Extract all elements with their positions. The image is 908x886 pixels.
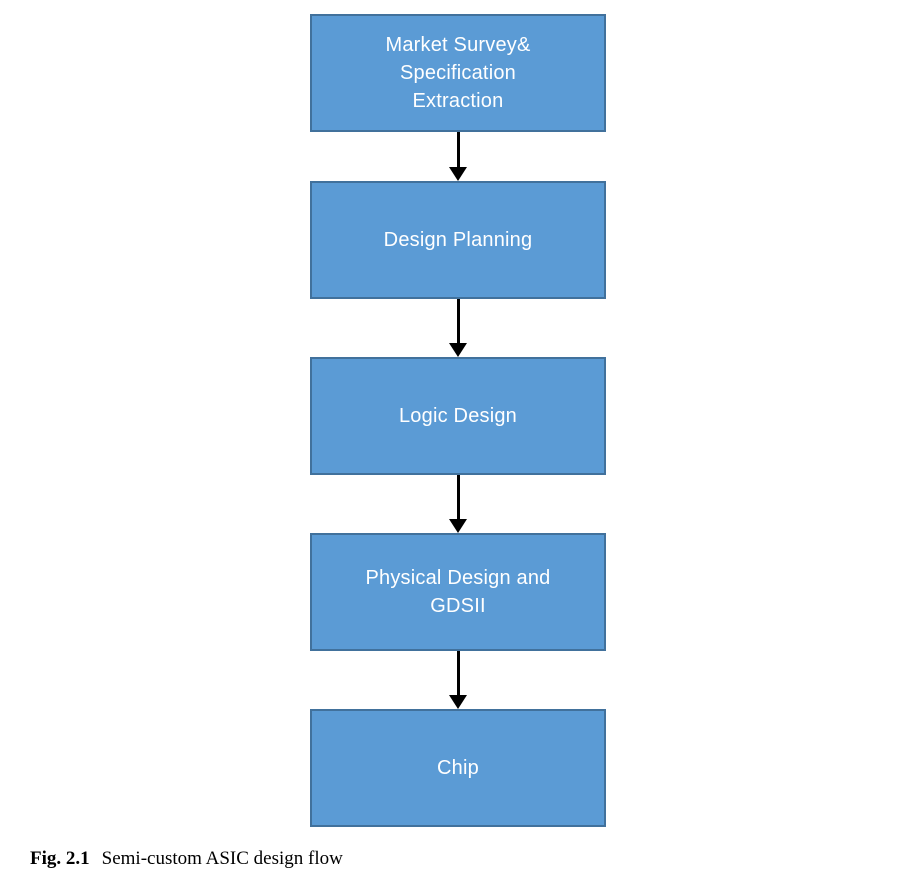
- flow-node-market-survey: Market Survey& Specification Extraction: [310, 14, 606, 132]
- arrow-down-icon: [449, 167, 467, 181]
- flow-node-label: Market Survey& Specification Extraction: [385, 34, 531, 112]
- flow-node-physical-design-gdsii: Physical Design and GDSII: [310, 533, 606, 651]
- flow-node-label: Logic Design: [398, 405, 518, 427]
- flowchart: Market Survey& Specification Extraction …: [310, 14, 606, 827]
- flow-node-chip: Chip: [310, 709, 606, 827]
- flow-node-label: Chip: [437, 757, 479, 779]
- flow-node-design-planning: Design Planning: [310, 181, 606, 299]
- flow-arrow: [449, 299, 467, 357]
- arrow-down-icon: [449, 343, 467, 357]
- flow-node-label: Design Planning: [383, 229, 533, 251]
- flow-arrow: [449, 651, 467, 709]
- arrow-down-icon: [449, 519, 467, 533]
- arrow-line: [456, 299, 460, 343]
- flow-arrow: [449, 475, 467, 533]
- figure-caption-text: Semi-custom ASIC design flow: [101, 848, 343, 869]
- flow-node-logic-design: Logic Design: [310, 357, 606, 475]
- flow-arrow: [449, 132, 467, 181]
- arrow-down-icon: [449, 695, 467, 709]
- figure-caption: Fig. 2.1 Semi-custom ASIC design flow: [30, 848, 343, 870]
- flow-node-label: Physical Design and GDSII: [365, 567, 551, 617]
- arrow-line: [456, 651, 460, 695]
- arrow-line: [456, 475, 460, 519]
- arrow-line: [456, 132, 460, 167]
- figure-caption-label: Fig. 2.1: [30, 848, 90, 869]
